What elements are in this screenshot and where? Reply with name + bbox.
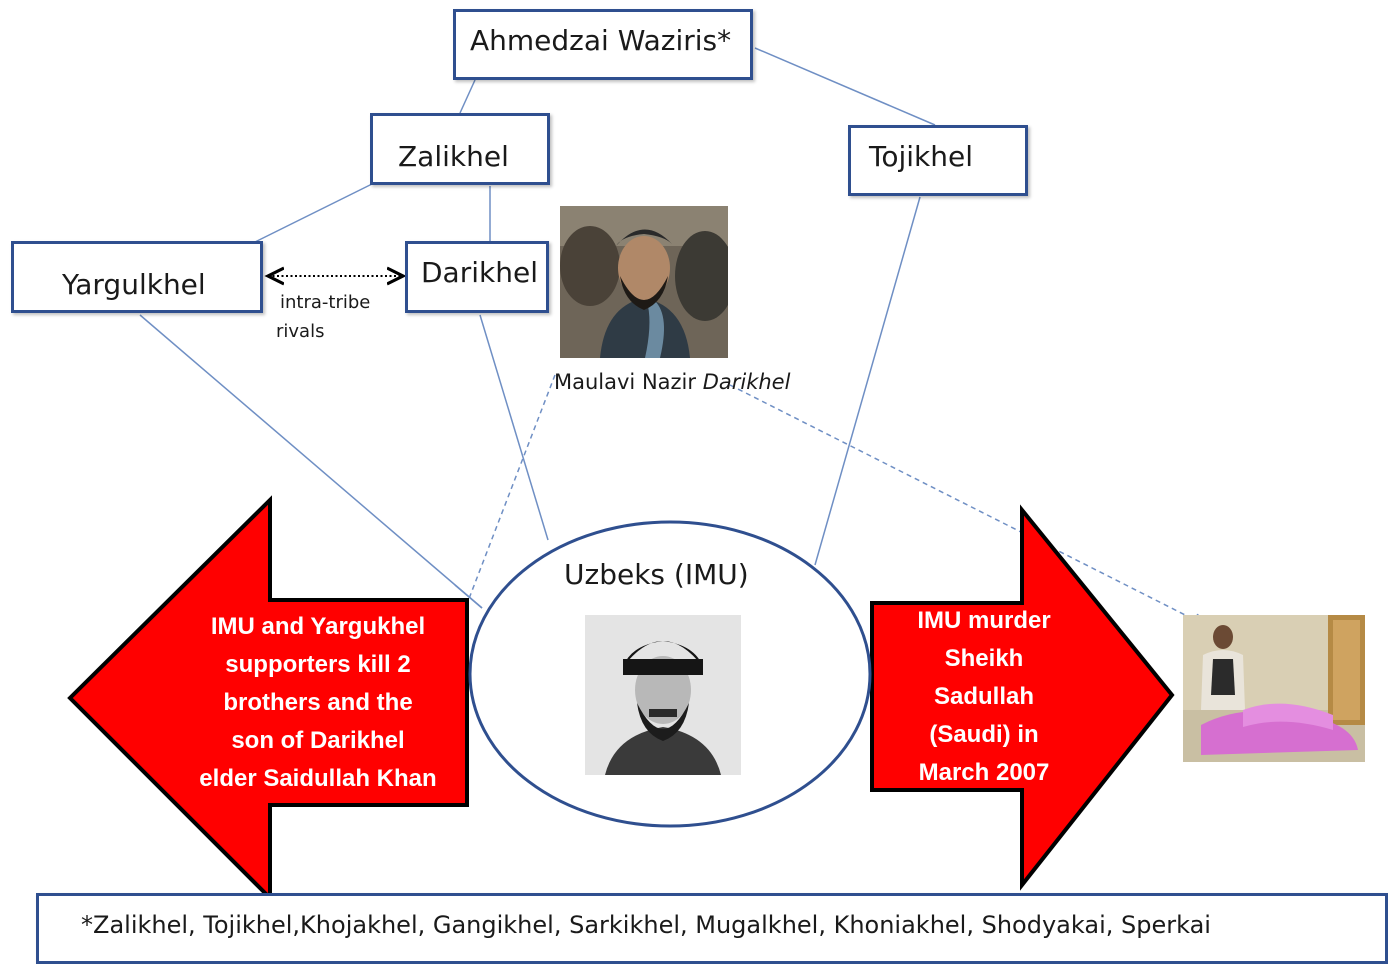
footnote-box: *Zalikhel, Tojikhel,Khojakhel, Gangikhel…: [36, 893, 1388, 964]
node-tojikhel: Tojikhel: [848, 125, 1028, 196]
node-uzbeks-label: Uzbeks (IMU): [564, 558, 749, 591]
node-darikhel-label: Darikhel: [421, 256, 538, 289]
connector-ahmedzai-tojikhel: [754, 47, 936, 126]
left-arrow-line-3: brothers and the: [223, 689, 413, 716]
left-arrow-line-4: son of Darikhel: [231, 727, 405, 754]
photo-sheikh-scene: [1183, 615, 1365, 762]
node-ahmedzai-waziris: Ahmedzai Waziris*: [453, 9, 753, 80]
rivals-label-line2: rivals: [276, 321, 325, 342]
right-arrow: [870, 504, 1175, 891]
node-yargulkhel: Yargulkhel: [11, 241, 263, 313]
right-arrow-line-4: (Saudi) in: [929, 721, 1039, 748]
node-zalikhel-label: Zalikhel: [398, 140, 509, 173]
nazir-caption-tribe: Darikhel: [702, 370, 791, 394]
right-arrow-line-1: IMU murder: [917, 607, 1051, 634]
left-arrow-line-5: elder Saidullah Khan: [199, 765, 437, 792]
right-arrow-line-2: Sheikh: [944, 645, 1024, 672]
connector-darikhel-uzbeks: [479, 314, 549, 541]
left-arrow-text: IMU and Yargukhel supporters kill 2 brot…: [180, 608, 456, 798]
connector-zalikhel-yargulkhel: [254, 183, 373, 243]
right-arrow-line-5: March 2007: [918, 759, 1050, 786]
connector-yargulkhel-uzbeks: [139, 314, 483, 609]
photo-uzbek-leader: [585, 615, 741, 775]
node-ahmedzai-label: Ahmedzai Waziris*: [470, 24, 732, 57]
node-tojikhel-label: Tojikhel: [869, 140, 974, 173]
rivals-label-line1: intra-tribe: [280, 292, 371, 313]
rivals-label: intra-tribe rivals: [276, 288, 370, 346]
node-darikhel: Darikhel: [405, 241, 549, 313]
footnote-text: *Zalikhel, Tojikhel,Khojakhel, Gangikhel…: [81, 911, 1211, 939]
connector-yargulkhel-uzbeks-tail: [454, 584, 483, 609]
right-arrow-text: IMU murder Sheikh Sadullah (Saudi) in Ma…: [880, 602, 1088, 792]
right-arrow-line-3: Sadullah: [933, 683, 1035, 710]
node-zalikhel: Zalikhel: [370, 113, 550, 185]
left-arrow-line-2: supporters kill 2: [225, 651, 411, 678]
connector-ahmedzai-zalikhel: [459, 79, 476, 114]
connector-tojikhel-uzbeks: [814, 196, 921, 566]
photo-maulavi-nazir: [560, 206, 728, 358]
dashed-nazir-sheikh: [729, 384, 1205, 625]
node-yargulkhel-label: Yargulkhel: [62, 268, 206, 301]
nazir-caption-name: Maulavi Nazir: [554, 370, 697, 394]
nazir-caption: Maulavi Nazir Darikhel: [554, 370, 790, 394]
left-arrow-line-1: IMU and Yargukhel: [210, 613, 426, 640]
left-arrow: [67, 495, 469, 903]
